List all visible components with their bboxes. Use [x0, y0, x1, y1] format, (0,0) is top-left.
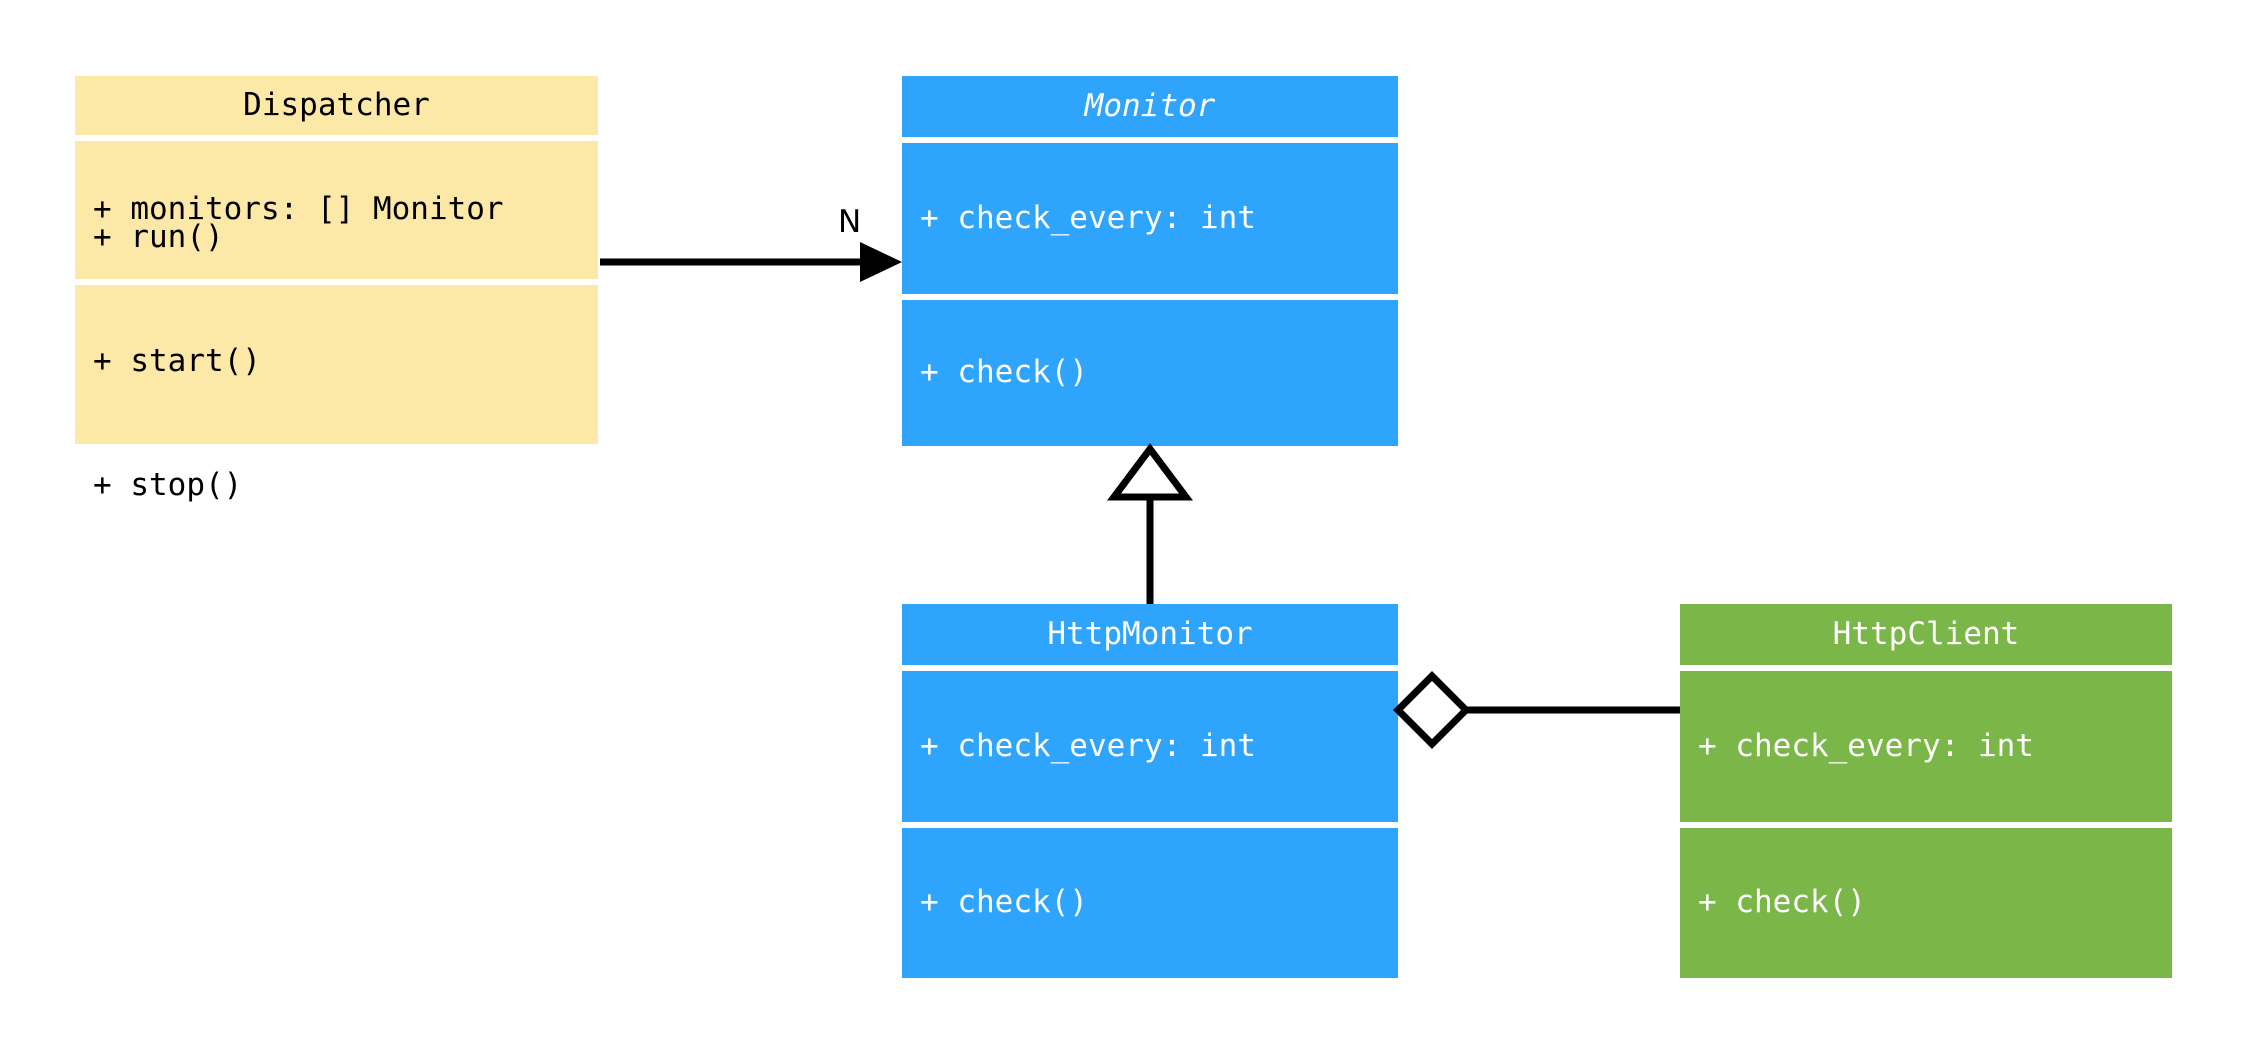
- attribute-item: + check_every: int: [920, 727, 1256, 764]
- hollow-diamond-icon: [1393, 671, 1471, 749]
- attribute-list-httpclient: + check_every: int: [1680, 643, 2172, 849]
- class-methods-compartment-dispatcher: + run() + start() + stop(): [75, 219, 598, 503]
- method-list-dispatcher: + run() + start() + stop(): [75, 135, 261, 588]
- class-name-httpclient: HttpClient: [1832, 616, 2020, 653]
- class-name-httpmonitor: HttpMonitor: [1047, 616, 1253, 653]
- method-item: + check(): [920, 884, 1088, 921]
- attribute-list-httpmonitor: + check_every: int: [902, 643, 1398, 849]
- class-attributes-compartment-dispatcher: + monitors: [] Monitor: [75, 141, 598, 279]
- attribute-item: + check_every: int: [1698, 727, 2034, 764]
- method-list-httpclient: + check(): [1680, 800, 2172, 1006]
- class-attributes-compartment-httpmonitor: + check_every: int: [902, 671, 1398, 822]
- edge-httpmonitor-to-httpclient: [1393, 671, 1680, 749]
- class-methods-compartment-httpclient: + check(): [1680, 828, 2172, 978]
- class-box-dispatcher[interactable]: Dispatcher + monitors: [] Monitor + run(…: [75, 76, 598, 503]
- edge-label-multiplicity-n: N: [838, 204, 862, 240]
- filled-arrowhead-icon: [860, 242, 902, 282]
- method-item: + start(): [93, 342, 261, 379]
- class-attributes-compartment-httpclient: + check_every: int: [1680, 671, 2172, 822]
- class-name-monitor: Monitor: [1084, 88, 1216, 125]
- class-box-httpmonitor[interactable]: HttpMonitor + check_every: int + check(): [902, 604, 1398, 978]
- class-attributes-compartment-monitor: + check_every: int: [902, 143, 1398, 294]
- class-box-monitor[interactable]: Monitor + check_every: int + check(): [902, 76, 1398, 446]
- attribute-item: + monitors: [] Monitor: [93, 191, 504, 228]
- method-item: + run(): [93, 219, 224, 256]
- method-item: + check(): [920, 354, 1088, 391]
- attribute-list-monitor: + check_every: int: [902, 115, 1398, 321]
- class-title-compartment-monitor: Monitor: [902, 76, 1398, 137]
- class-name-dispatcher: Dispatcher: [243, 87, 430, 124]
- class-methods-compartment-monitor: + check(): [902, 300, 1398, 446]
- edge-dispatcher-to-monitor: [600, 242, 902, 282]
- class-title-compartment-dispatcher: Dispatcher: [75, 76, 598, 135]
- attribute-item: + check_every: int: [920, 199, 1256, 236]
- class-box-httpclient[interactable]: HttpClient + check_every: int + check(): [1680, 604, 2172, 978]
- attribute-list-dispatcher: + monitors: [] Monitor: [75, 107, 598, 313]
- method-item: + check(): [1698, 884, 1866, 921]
- class-title-compartment-httpclient: HttpClient: [1680, 604, 2172, 665]
- method-list-monitor: + check(): [902, 270, 1398, 476]
- method-item: + stop(): [93, 466, 243, 503]
- class-title-compartment-httpmonitor: HttpMonitor: [902, 604, 1398, 665]
- class-methods-compartment-httpmonitor: + check(): [902, 828, 1398, 978]
- method-list-httpmonitor: + check(): [902, 800, 1398, 1006]
